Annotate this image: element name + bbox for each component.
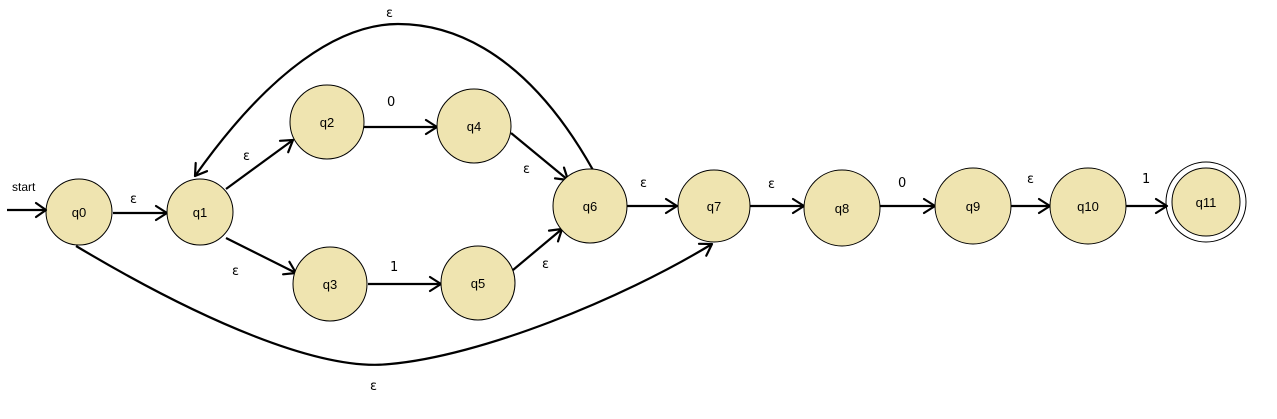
transition-label: ε — [1027, 172, 1034, 187]
transition-label: 1 — [1142, 172, 1150, 187]
transition-line — [510, 132, 569, 181]
transition-q2-q4: 0 — [364, 95, 439, 136]
state-q4: q4 — [436, 88, 512, 164]
transition-label: 1 — [390, 260, 398, 275]
state-q8: q8 — [803, 169, 881, 247]
state-label: q11 — [1196, 195, 1217, 210]
transition-label: ε — [232, 264, 239, 279]
transition-label: 0 — [387, 95, 395, 110]
transition-line — [512, 228, 563, 271]
state-q1: q1 — [166, 178, 234, 246]
transition-label: ε — [640, 176, 647, 191]
transition-q4-q6: ε — [510, 132, 570, 182]
state-circle — [934, 167, 1012, 245]
state-q7: q7 — [677, 169, 751, 243]
transition-arrowhead — [664, 197, 679, 215]
state-q0: q0 — [45, 178, 113, 246]
state-circle — [166, 178, 234, 246]
transition-label: ε — [542, 257, 549, 272]
accept-ring — [1165, 161, 1247, 243]
start-indicator: start — [7, 180, 48, 219]
transition-arrowhead — [1154, 197, 1169, 215]
state-circle — [677, 169, 751, 243]
state-label: q9 — [966, 199, 980, 214]
transition-label: ε — [370, 379, 377, 394]
state-circle — [1049, 167, 1127, 245]
transition-arrowhead — [278, 138, 295, 154]
transition-line — [225, 237, 297, 274]
transition-q6-q1: ε — [193, 6, 594, 178]
transition-arrowhead — [697, 242, 714, 257]
transition-q1-q2: ε — [225, 138, 295, 190]
state-circle — [45, 178, 113, 246]
state-label: q0 — [72, 205, 86, 220]
state-circle — [440, 245, 516, 321]
transition-q7-q8: ε — [750, 177, 806, 215]
state-label: q6 — [583, 199, 597, 214]
transition-q5-q6: ε — [512, 227, 564, 272]
state-label: q7 — [707, 199, 721, 214]
state-q5: q5 — [440, 245, 516, 321]
state-q2: q2 — [289, 84, 365, 160]
state-q9: q9 — [934, 167, 1012, 245]
start-label: start — [12, 180, 36, 194]
state-q10: q10 — [1049, 167, 1127, 245]
state-circle — [552, 168, 628, 244]
state-label: q10 — [1077, 199, 1099, 214]
state-q3: q3 — [292, 246, 368, 322]
transition-label: ε — [768, 177, 775, 192]
state-circle — [803, 169, 881, 247]
start-arrow-head — [34, 201, 48, 219]
transition-arrowhead — [193, 161, 209, 178]
state-label: q4 — [467, 119, 481, 134]
transition-label: 0 — [898, 176, 906, 191]
state-circle — [1171, 167, 1241, 237]
transition-q9-q10: ε — [1011, 172, 1052, 215]
state-circle — [436, 88, 512, 164]
state-q11: q11 — [1165, 161, 1247, 243]
transition-label: ε — [523, 162, 530, 177]
state-circle — [292, 246, 368, 322]
state-label: q3 — [323, 277, 337, 292]
state-circle — [289, 84, 365, 160]
states: q0 q1 q2 q3 q4 q5 q6 q7 q8 q9 q10 q11 — [45, 84, 1247, 322]
state-label: q2 — [320, 115, 334, 130]
transition-label: ε — [243, 149, 250, 164]
transition-label: ε — [386, 6, 393, 21]
transition-line — [75, 243, 713, 366]
transition-q3-q5: 1 — [368, 260, 443, 293]
transition-q1-q3: ε — [225, 237, 298, 279]
state-label: q5 — [471, 276, 485, 291]
transition-line — [225, 139, 294, 190]
state-label: q8 — [835, 201, 849, 216]
transition-line — [194, 22, 594, 177]
transition-q6-q7: ε — [627, 176, 679, 215]
transition-q8-q9: 0 — [880, 176, 937, 215]
transition-label: ε — [130, 192, 137, 207]
transition-q10-q11: 1 — [1126, 172, 1169, 215]
state-q6: q6 — [552, 168, 628, 244]
transition-q0-q1: ε — [113, 192, 169, 222]
state-label: q1 — [193, 205, 207, 220]
transition-q0-q7: ε — [75, 242, 714, 394]
transitions: ε ε ε 0 1 ε ε ε ε ε ε 0 ε 1 — [75, 6, 1169, 394]
